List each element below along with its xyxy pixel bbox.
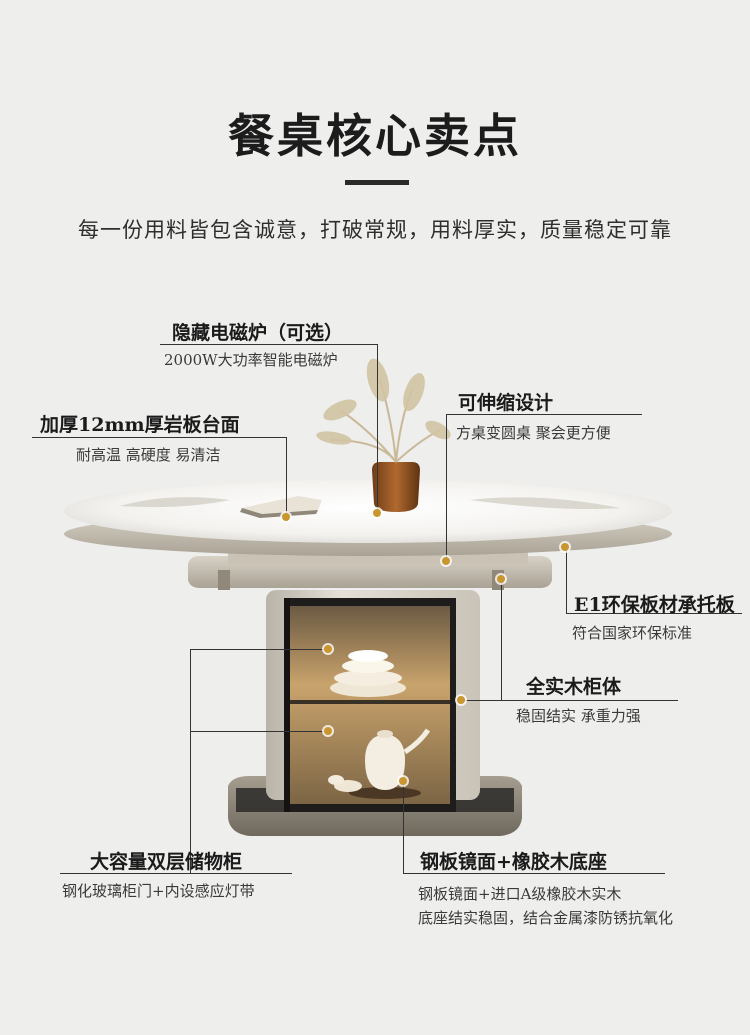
- storage-connector-top: [190, 649, 328, 650]
- base-connector: [403, 782, 404, 874]
- storage-title: 大容量双层储物柜: [90, 851, 243, 873]
- base-desc-line2: 底座结实稳固，结合金属漆防锈抗氧化: [418, 909, 674, 927]
- support-board-connector-h: [566, 547, 567, 613]
- cabinet-connector-h: [460, 700, 678, 701]
- base-title: 钢板镜面+橡胶木底座: [420, 851, 607, 873]
- extendable-underline: [446, 414, 642, 415]
- cabinet-side-marker: [457, 696, 465, 704]
- support-board-marker: [561, 543, 569, 551]
- extendable-title: 可伸缩设计: [458, 392, 554, 414]
- storage-underline: [60, 873, 292, 874]
- base-marker: [399, 777, 407, 785]
- slab-desc: 耐高温 高硬度 易清洁: [76, 446, 221, 464]
- slab-marker: [282, 513, 290, 521]
- storage-desc: 钢化玻璃柜门+内设感应灯带: [62, 882, 255, 900]
- support-board-underline: [566, 613, 742, 614]
- page-title: 餐桌核心卖点: [228, 109, 522, 163]
- cabinet-desc: 稳固结实 承重力强: [516, 707, 641, 725]
- induction-marker: [373, 509, 381, 517]
- extendable-connector: [446, 414, 447, 562]
- slab-connector: [286, 437, 287, 517]
- base-desc-line1: 钢板镜面+进口A级橡胶木实木: [418, 885, 622, 903]
- storage-connector-v: [190, 649, 191, 873]
- induction-title: 隐藏电磁炉（可选）: [172, 322, 344, 344]
- cabinet-title: 全实木柜体: [526, 676, 622, 698]
- support-board-title: E1环保板材承托板: [574, 594, 735, 616]
- title-underline: [345, 180, 409, 185]
- page-subtitle: 每一份用料皆包含诚意，打破常规，用料厚实，质量稳定可靠: [78, 218, 672, 242]
- cabinet-marker: [497, 575, 505, 583]
- storage-marker-bottom: [324, 727, 332, 735]
- induction-underline: [160, 344, 378, 345]
- slab-underline: [32, 437, 287, 438]
- storage-connector-mid: [190, 731, 328, 732]
- induction-desc: 2000W大功率智能电磁炉: [164, 351, 338, 369]
- extendable-desc: 方桌变圆桌 聚会更方便: [456, 424, 611, 442]
- extendable-marker: [442, 557, 450, 565]
- cabinet-connector-v: [501, 580, 502, 700]
- base-underline: [403, 873, 665, 874]
- induction-connector: [377, 344, 378, 514]
- support-board-desc: 符合国家环保标准: [572, 624, 693, 642]
- slab-title: 加厚12mm厚岩板台面: [40, 414, 240, 436]
- storage-marker-top: [324, 645, 332, 653]
